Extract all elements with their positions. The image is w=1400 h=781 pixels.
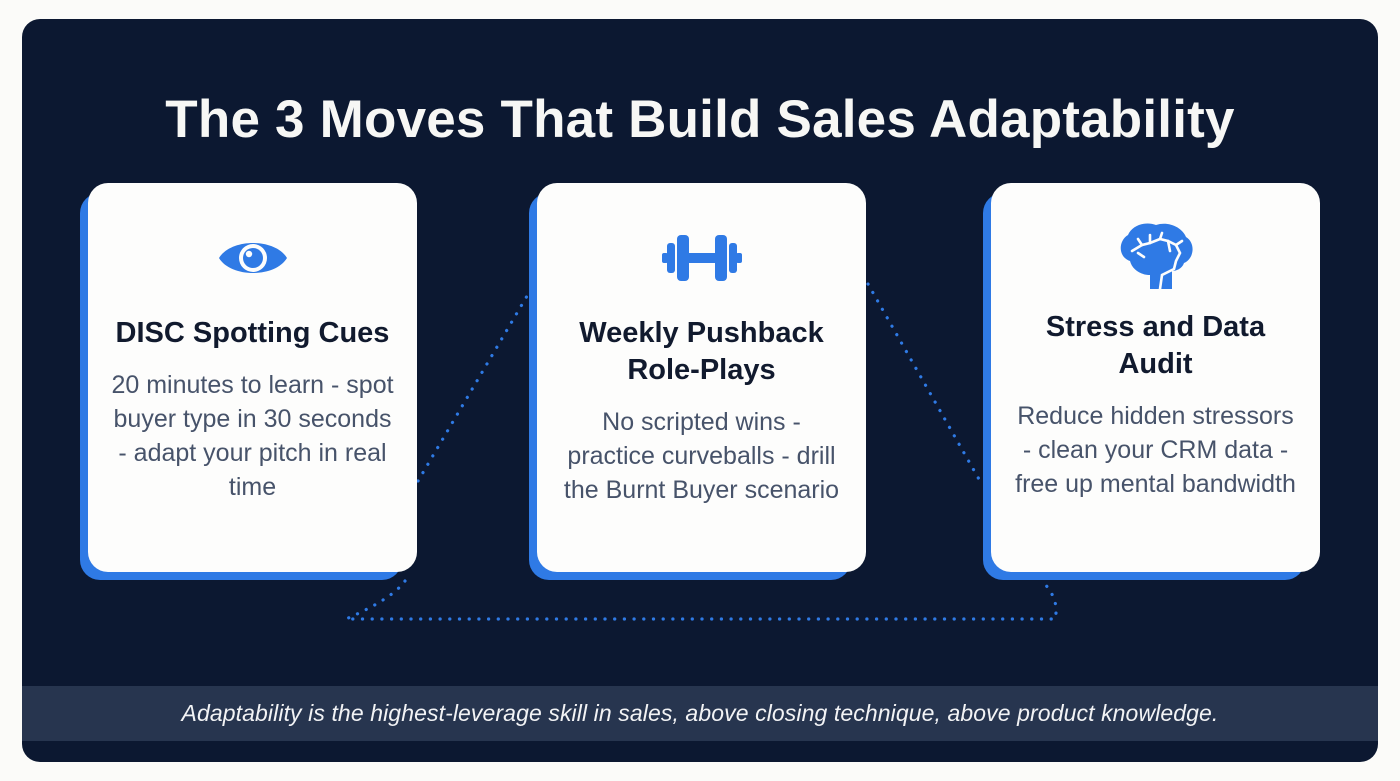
card-body: DISC Spotting Cues 20 minutes to learn -… xyxy=(88,183,417,572)
connector-card2-card3 xyxy=(866,282,982,483)
card-body: Stress and Data Audit Reduce hidden stre… xyxy=(991,183,1320,572)
card-body: Weekly Pushback Role-Plays No scripted w… xyxy=(537,183,866,572)
card-heading: Stress and Data Audit xyxy=(1045,311,1266,380)
eye-icon xyxy=(217,229,289,287)
brain-icon xyxy=(1116,221,1196,289)
move-card-roleplays: Weekly Pushback Role-Plays No scripted w… xyxy=(529,183,866,580)
connector-bottom-loop xyxy=(345,579,1058,621)
footer-band: Adaptability is the highest-leverage ski… xyxy=(22,686,1378,741)
footer-quote: Adaptability is the highest-leverage ski… xyxy=(181,700,1219,726)
connector-card1-card2 xyxy=(416,294,529,483)
card-heading: Weekly Pushback Role-Plays xyxy=(579,317,824,386)
move-card-audit: Stress and Data Audit Reduce hidden stre… xyxy=(983,183,1320,580)
card-description: Reduce hidden stressors - clean your CRM… xyxy=(1015,402,1296,498)
move-card-disc: DISC Spotting Cues 20 minutes to learn -… xyxy=(80,183,417,580)
page-title: The 3 Moves That Build Sales Adaptabilit… xyxy=(165,90,1235,149)
dumbbell-icon xyxy=(661,229,742,287)
card-heading: DISC Spotting Cues xyxy=(115,317,390,349)
card-description: No scripted wins - practice curveballs -… xyxy=(563,408,840,504)
card-description: 20 minutes to learn - spot buyer type in… xyxy=(111,371,394,501)
infographic-panel: The 3 Moves That Build Sales Adaptabilit… xyxy=(22,19,1378,762)
